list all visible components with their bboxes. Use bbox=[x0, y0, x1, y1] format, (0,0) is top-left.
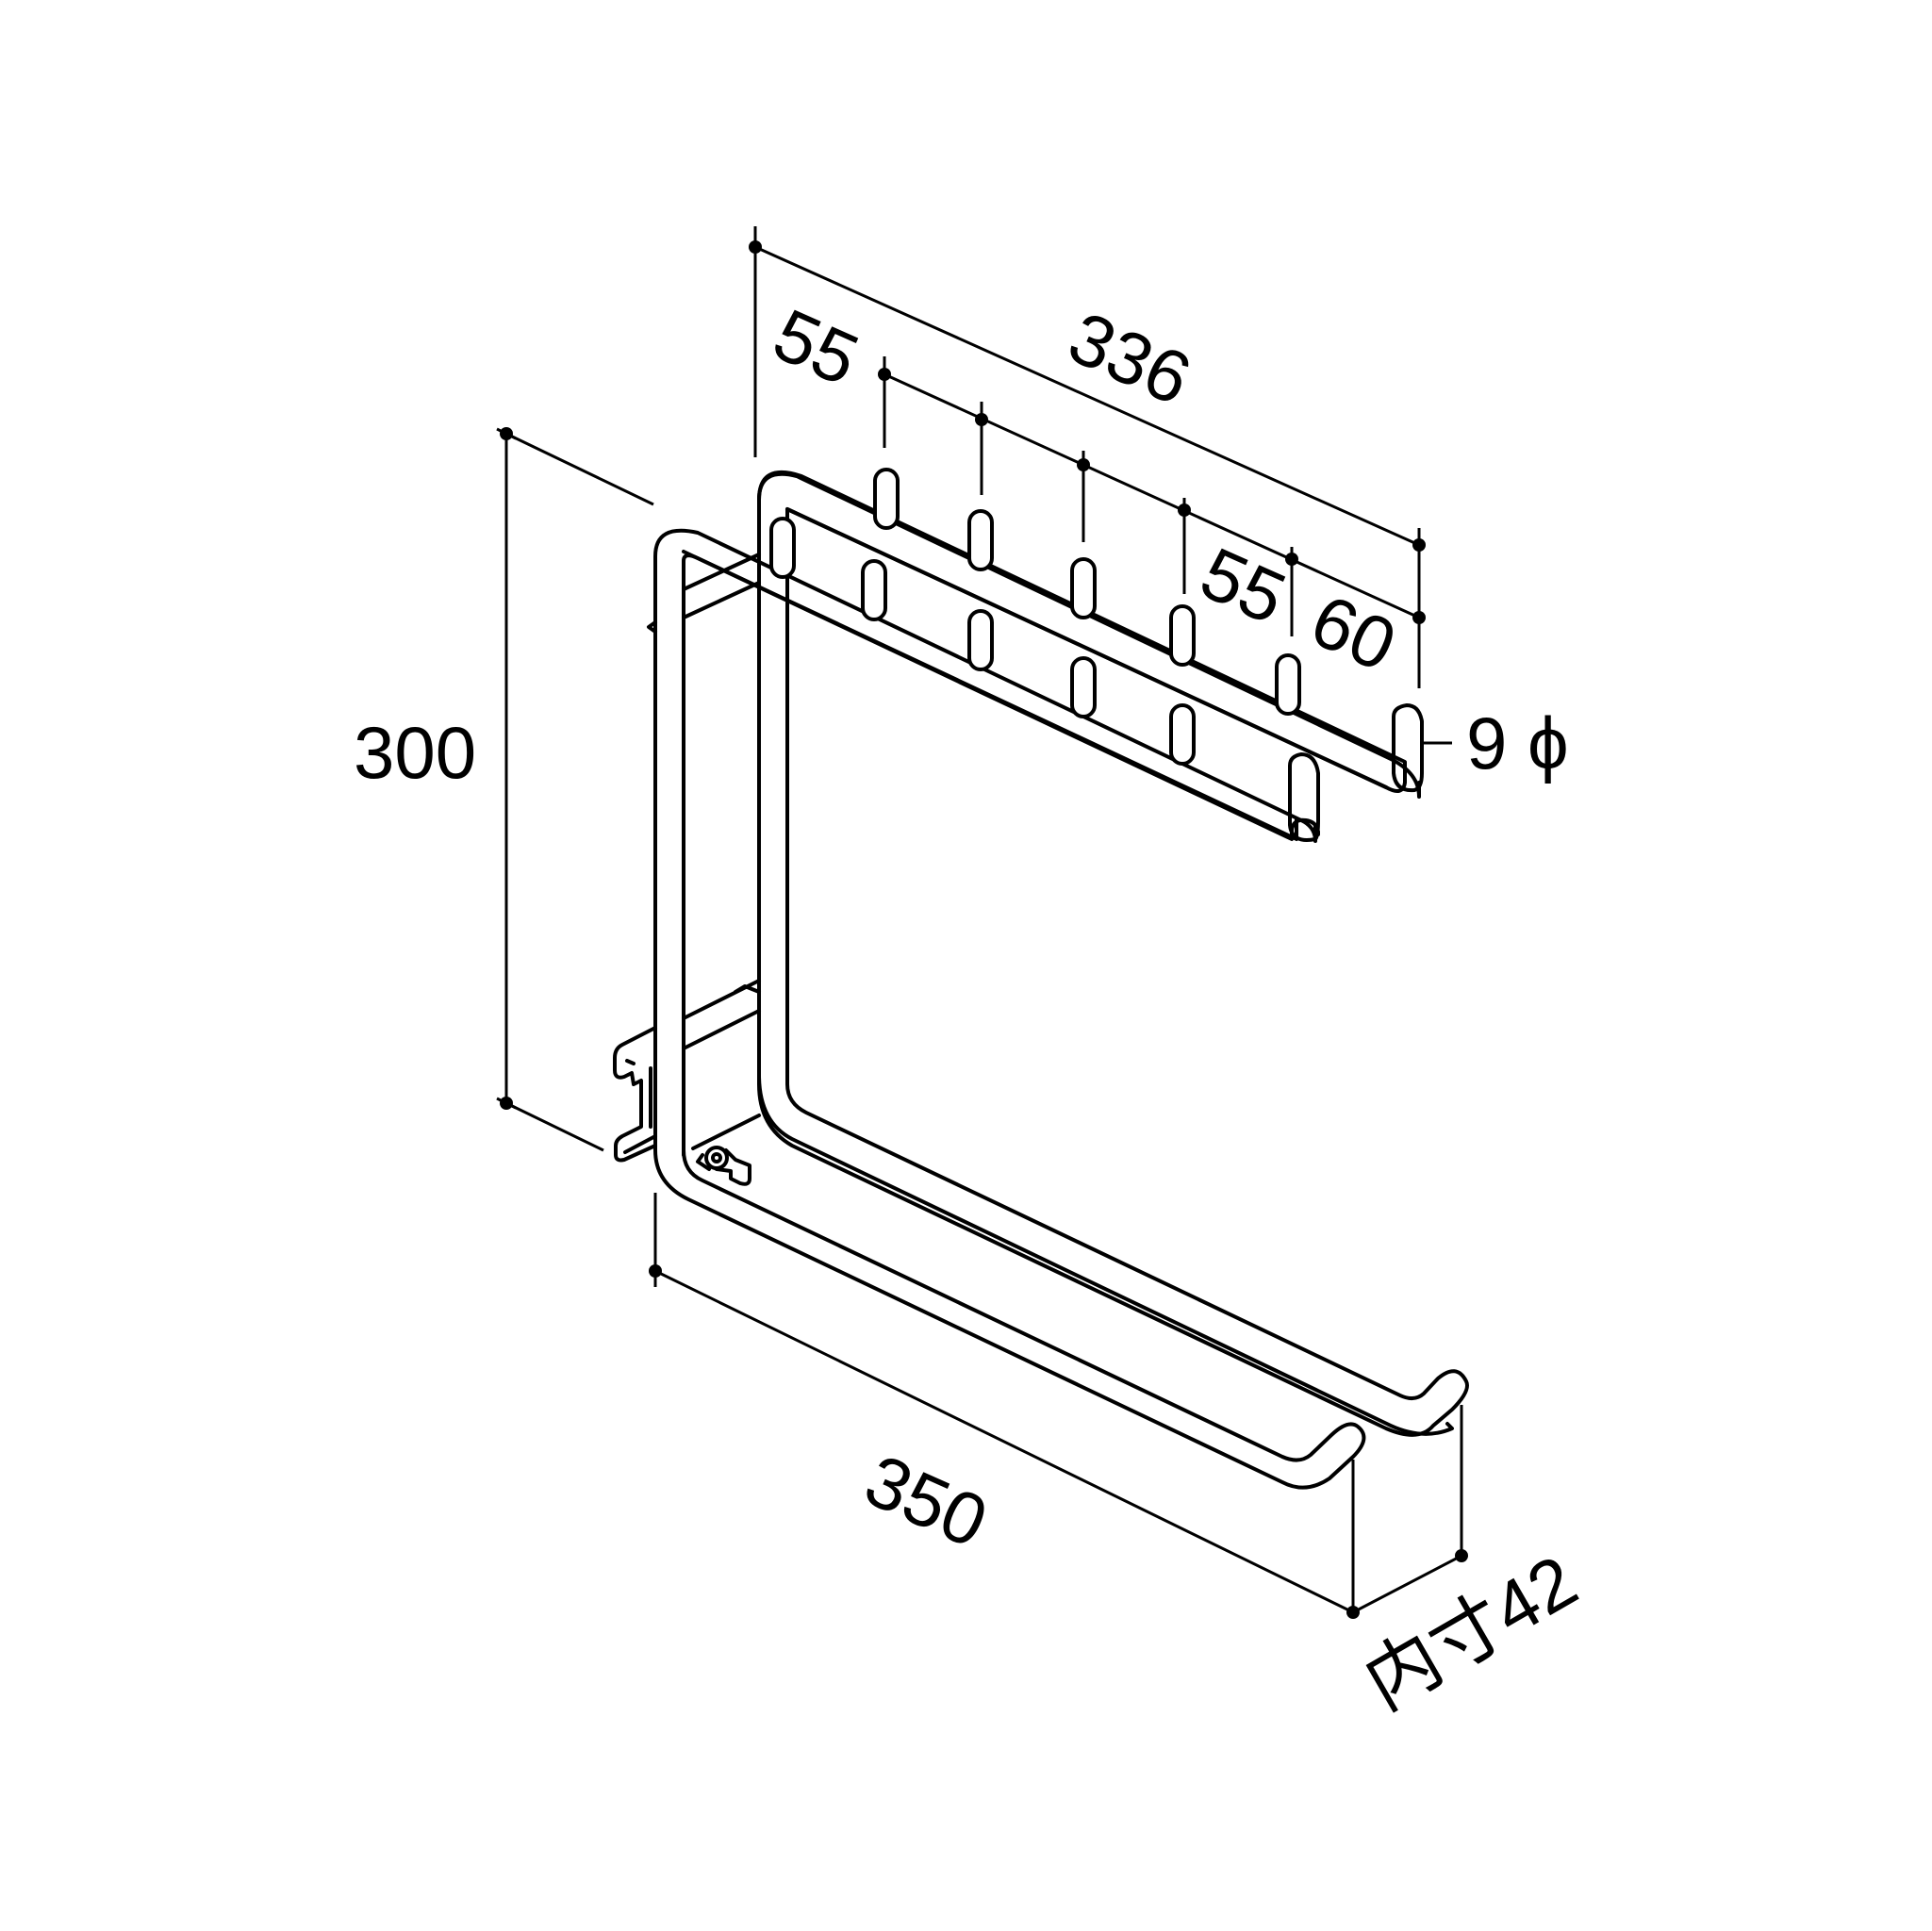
front-end-hook bbox=[1288, 752, 1320, 842]
top-crossbar-2 bbox=[682, 553, 761, 591]
label-end-offset: 60 bbox=[1299, 578, 1408, 687]
peg bbox=[873, 468, 900, 530]
peg bbox=[1070, 656, 1097, 718]
wall-bracket-inner bbox=[623, 1059, 657, 1154]
dimension-labels: 336 55 55 60 9 ϕ 300 350 内寸42 bbox=[354, 292, 1591, 1725]
peg bbox=[1070, 557, 1097, 619]
dim-336-line bbox=[754, 245, 1420, 547]
top-bracket bbox=[647, 620, 657, 634]
base-crossbar bbox=[691, 1114, 761, 1150]
peg bbox=[1275, 653, 1301, 716]
label-pitch-1: 55 bbox=[762, 292, 870, 402]
peg bbox=[1169, 703, 1196, 766]
fixing-screw bbox=[696, 1146, 751, 1186]
front-frame-contour bbox=[653, 528, 1366, 1490]
wall-bracket bbox=[613, 1026, 657, 1163]
label-height: 300 bbox=[354, 711, 476, 794]
label-total-length: 336 bbox=[1057, 295, 1203, 421]
dim-300-ext-bottom bbox=[505, 1101, 604, 1152]
dimension-lines bbox=[496, 226, 1468, 1619]
top-crossbar bbox=[682, 581, 761, 619]
label-depth: 350 bbox=[853, 1438, 999, 1563]
hanger-body bbox=[613, 468, 1469, 1490]
bottom-crossbar-2 bbox=[682, 1009, 761, 1050]
bottom-crossbar-cap bbox=[734, 984, 761, 994]
peg bbox=[1169, 604, 1196, 667]
back-frame-contour bbox=[757, 470, 1469, 1437]
dim-300-ext-top bbox=[505, 432, 654, 506]
peg bbox=[967, 509, 994, 571]
dim-42-line bbox=[1352, 1554, 1462, 1614]
dim-pitch-line bbox=[883, 372, 1420, 619]
back-end-hook bbox=[1392, 703, 1424, 793]
back-top-rail bbox=[785, 507, 1388, 789]
dim-350-line bbox=[654, 1269, 1354, 1614]
label-pitch-2: 55 bbox=[1189, 531, 1297, 640]
peg bbox=[861, 559, 887, 621]
front-rail-pegs bbox=[769, 517, 1196, 766]
peg bbox=[967, 609, 994, 671]
back-rail-pegs bbox=[873, 468, 1301, 716]
label-inner-clearance: 内寸42 bbox=[1351, 1539, 1591, 1725]
label-rod-diameter: 9 ϕ bbox=[1466, 701, 1569, 784]
peg bbox=[769, 517, 796, 579]
